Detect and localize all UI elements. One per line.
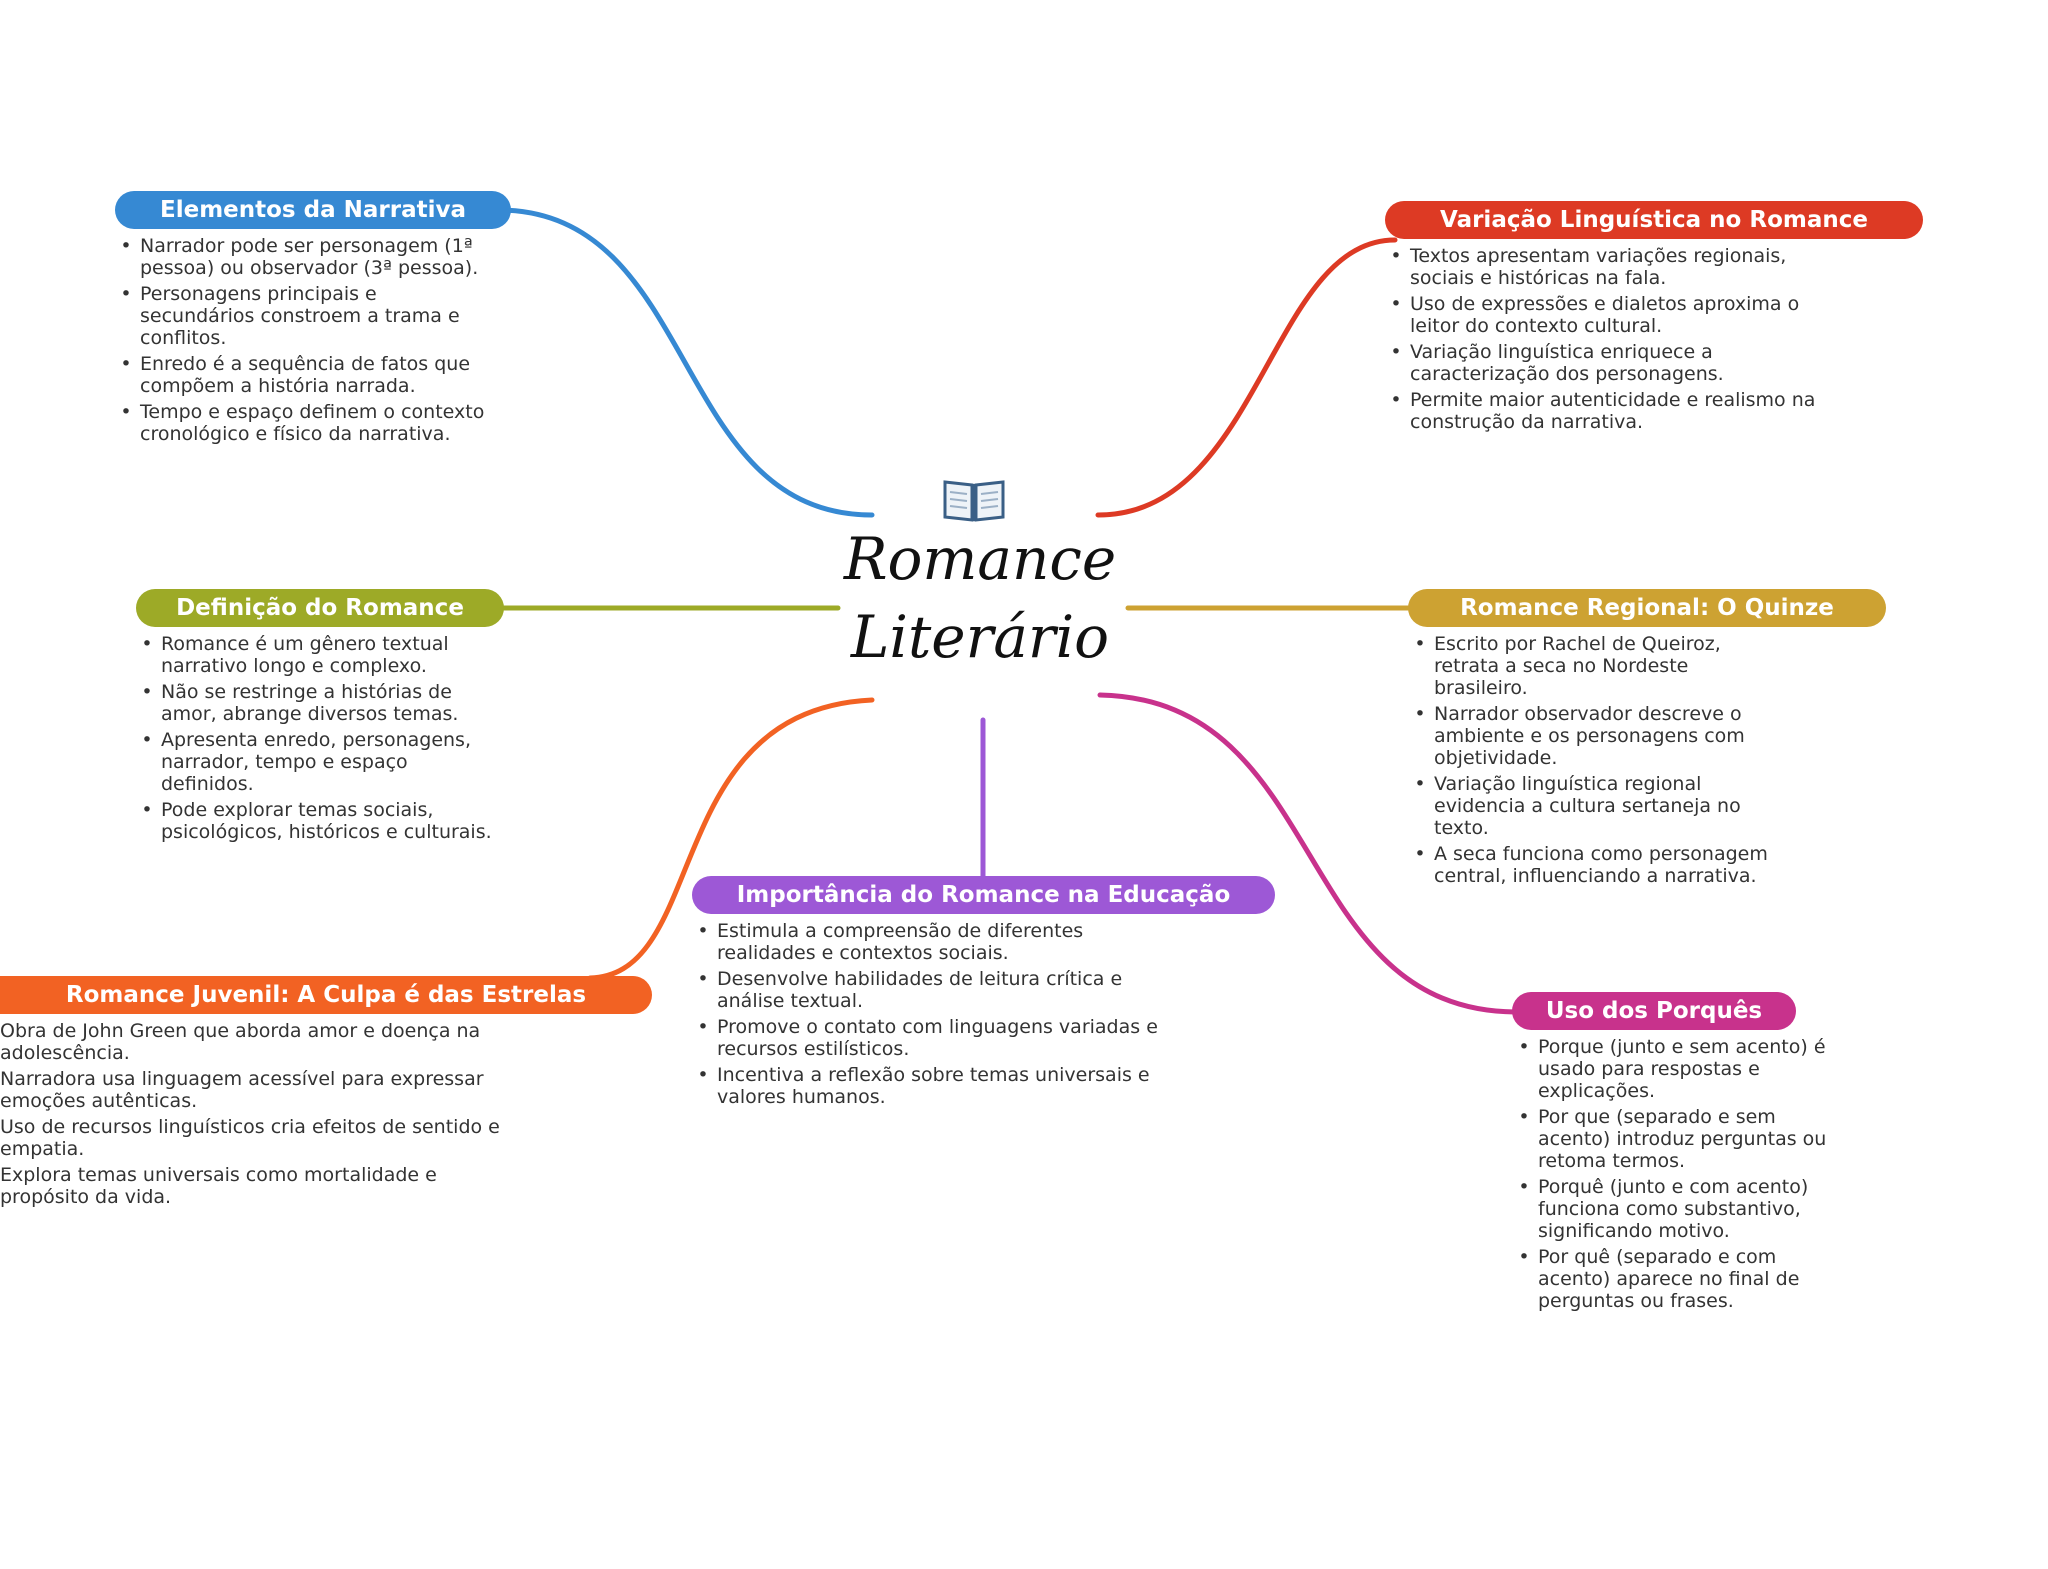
list-item: •Permite maior autenticidade e realismo … [1390, 389, 1816, 433]
connector-juvenil [587, 697, 875, 981]
topic-romance-regional: Romance Regional: O Quinze [1408, 589, 1886, 627]
central-topic-title: Romance Literário [843, 525, 1117, 671]
list-item: Obra de John Green que aborda amor e doe… [0, 1020, 481, 1064]
book-icon [943, 480, 1005, 522]
list-uso-porques: •Porque (junto e sem acento) é usado par… [1514, 1036, 1844, 1316]
connector-variacao [1095, 237, 1398, 518]
topic-romance-juvenil: Romance Juvenil: A Culpa é das Estrelas [0, 976, 652, 1014]
list-item: •Enredo é a sequência de fatos que compõ… [120, 353, 471, 397]
list-importancia-educacao: •Estimula a compreensão de diferentes re… [693, 920, 1183, 1112]
list-variacao-linguistica: •Textos apresentam variações regionais, … [1386, 245, 1826, 437]
list-item: •Por que (separado e sem acento) introdu… [1518, 1106, 1827, 1172]
topic-variacao-linguistica: Variação Linguística no Romance [1385, 201, 1923, 239]
list-item: •Incentiva a reflexão sobre temas univer… [697, 1064, 1150, 1108]
list-item: •Pode explorar temas sociais, psicológic… [141, 799, 492, 843]
list-item: •Narrador pode ser personagem (1ª pessoa… [120, 235, 479, 279]
list-item: Uso de recursos linguísticos cria efeito… [0, 1116, 500, 1160]
list-elementos-narrativa: •Narrador pode ser personagem (1ª pessoa… [116, 235, 496, 449]
list-item: •Variação linguística regional evidencia… [1414, 773, 1741, 839]
list-item: •Porque (junto e sem acento) é usado par… [1518, 1036, 1826, 1102]
list-item: •Estimula a compreensão de diferentes re… [697, 920, 1084, 964]
list-item: Narradora usa linguagem acessível para e… [0, 1068, 484, 1112]
topic-importancia-educacao: Importância do Romance na Educação [692, 876, 1275, 914]
list-item: Explora temas universais como mortalidad… [0, 1164, 437, 1208]
list-romance-regional: •Escrito por Rachel de Queiroz, retrata … [1410, 633, 1770, 891]
topic-definicao-romance: Definição do Romance [136, 589, 504, 627]
list-item: •Promove o contato com linguagens variad… [697, 1016, 1158, 1060]
list-item: •Narrador observador descreve o ambiente… [1414, 703, 1745, 769]
list-item: •Personagens principais e secundários co… [120, 283, 460, 349]
list-item: •Porquê (junto e com acento) funciona co… [1518, 1176, 1809, 1242]
list-item: •Por quê (separado e com acento) aparece… [1518, 1246, 1800, 1312]
list-item: •Escrito por Rachel de Queiroz, retrata … [1414, 633, 1721, 699]
topic-uso-porques: Uso dos Porquês [1512, 992, 1796, 1030]
list-item: •Textos apresentam variações regionais, … [1390, 245, 1787, 289]
list-item: •Desenvolve habilidades de leitura críti… [697, 968, 1123, 1012]
list-definicao-romance: •Romance é um gênero textual narrativo l… [137, 633, 497, 847]
list-romance-juvenil: Obra de John Green que aborda amor e doe… [0, 1020, 530, 1212]
connector-porques [1097, 692, 1518, 1015]
list-item: •A seca funciona como personagem central… [1414, 843, 1768, 887]
connector-elementos [495, 207, 875, 518]
list-item: •Tempo e espaço definem o contexto crono… [120, 401, 485, 445]
list-item: •Não se restringe a histórias de amor, a… [141, 681, 459, 725]
list-item: •Variação linguística enriquece a caract… [1390, 341, 1724, 385]
list-item: •Uso de expressões e dialetos aproxima o… [1390, 293, 1800, 337]
list-item: •Apresenta enredo, personagens, narrador… [141, 729, 471, 795]
list-item: •Romance é um gênero textual narrativo l… [141, 633, 449, 677]
topic-elementos-narrativa: Elementos da Narrativa [115, 191, 511, 229]
